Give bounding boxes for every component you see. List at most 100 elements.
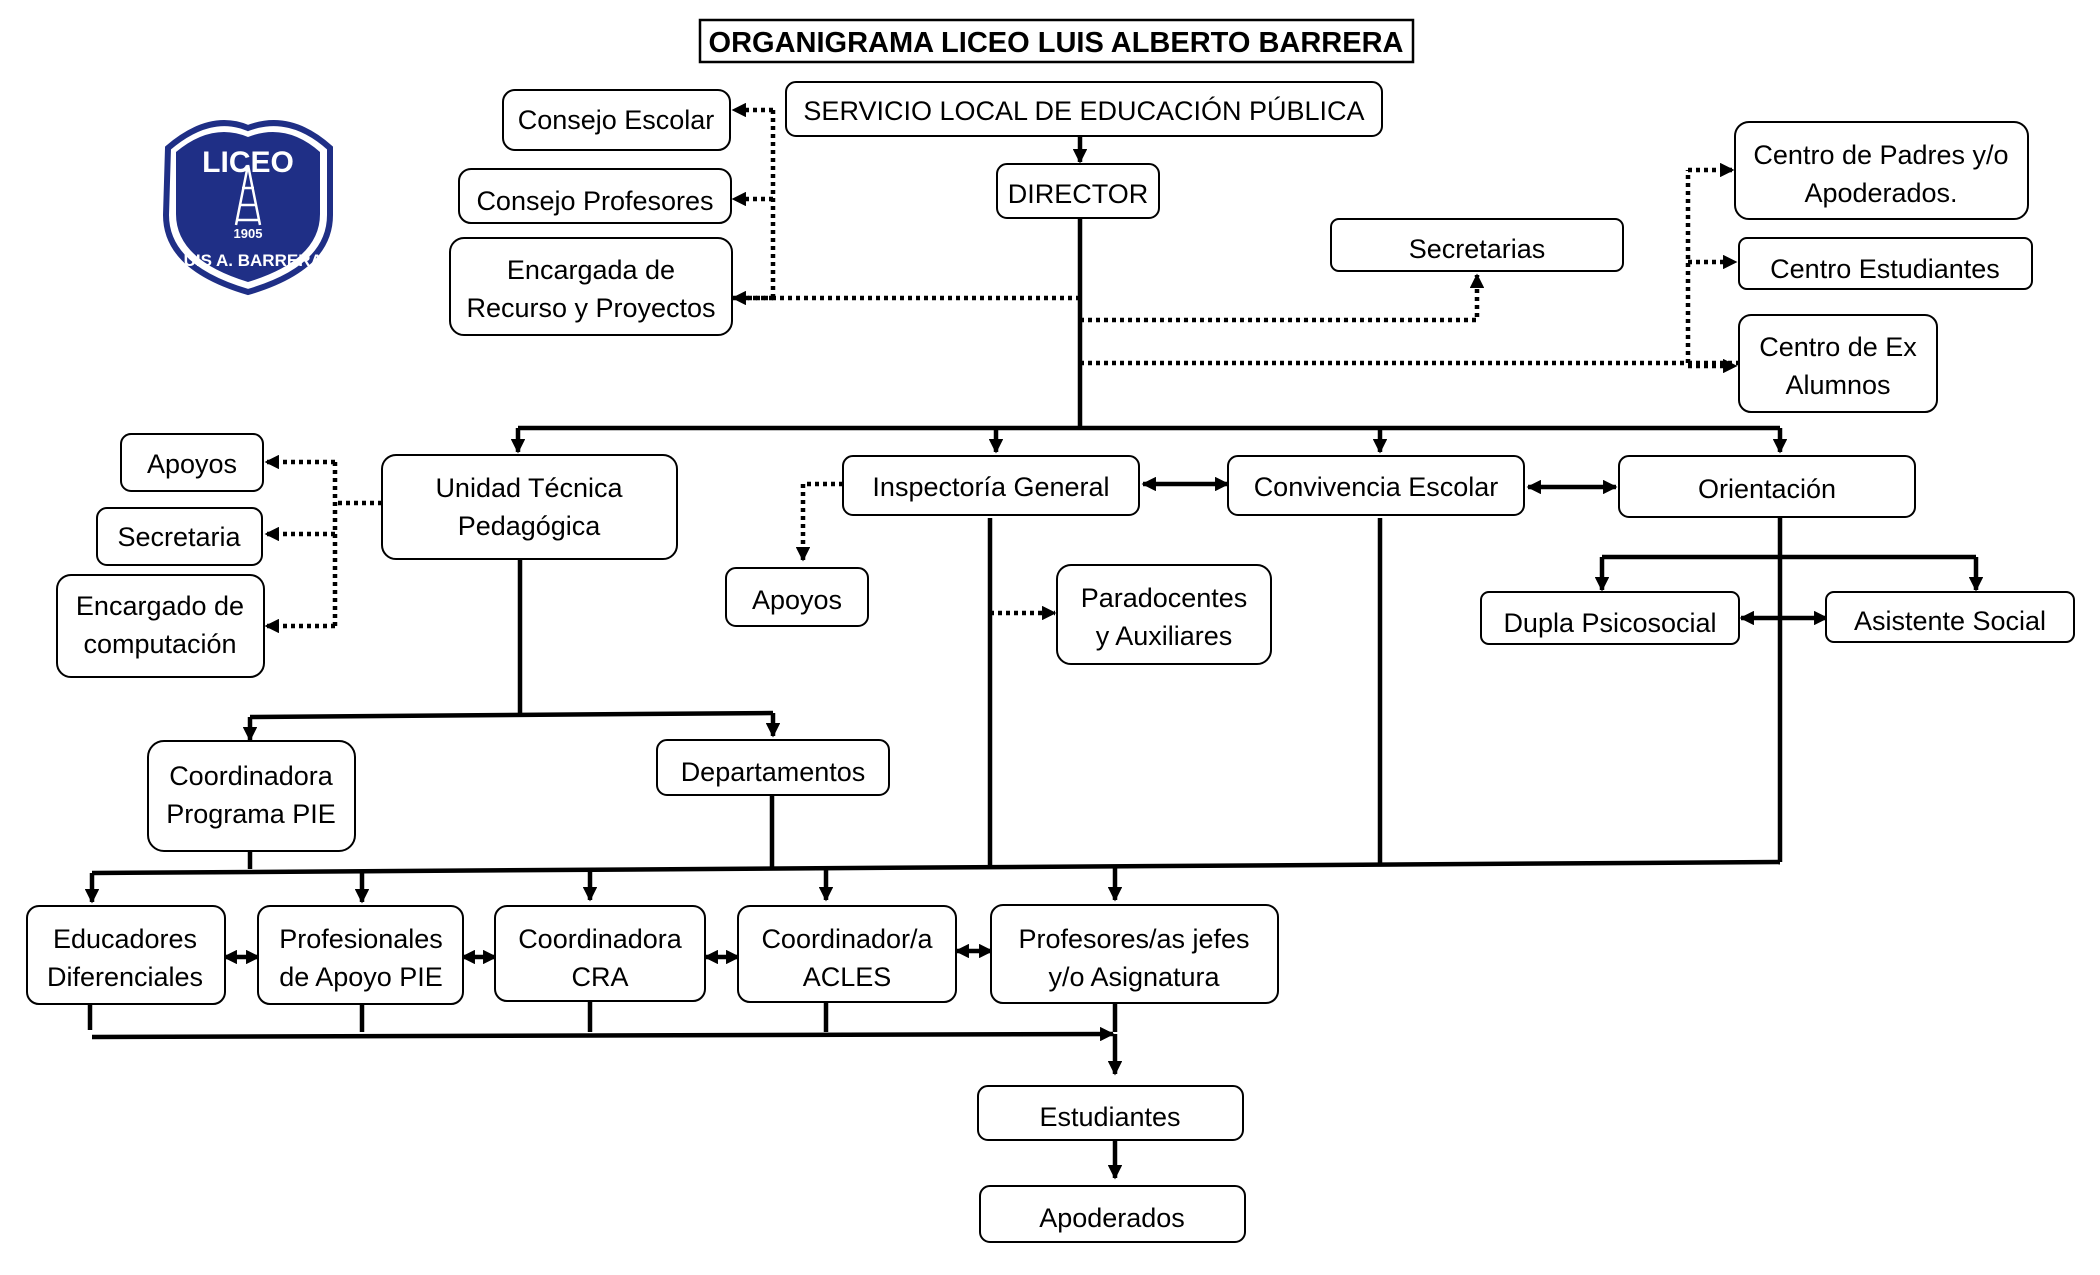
node-apoyos-utp: Apoyos bbox=[120, 433, 264, 492]
svg-text:Estudiantes: Estudiantes bbox=[1039, 1102, 1180, 1132]
svg-text:Apoyos: Apoyos bbox=[752, 585, 842, 615]
node-label-line: computación bbox=[83, 629, 236, 659]
node-label-line: DIRECTOR bbox=[1008, 179, 1149, 209]
node-label-line: Centro de Padres y/o bbox=[1753, 140, 2008, 170]
node-inspectoria: Inspectoría General bbox=[842, 455, 1140, 516]
node-label-line: Centro de Ex bbox=[1759, 332, 1917, 362]
node-label-line: Apoyos bbox=[147, 449, 237, 479]
node-director: DIRECTOR bbox=[996, 163, 1160, 219]
node-apoyos-inspectoria: Apoyos bbox=[725, 567, 869, 627]
node-label-line: Programa PIE bbox=[166, 799, 336, 829]
svg-text:Apoyos: Apoyos bbox=[147, 449, 237, 479]
node-orientacion: Orientación bbox=[1618, 455, 1916, 518]
node-label-line: Estudiantes bbox=[1039, 1102, 1180, 1132]
node-label-line: Apoderados. bbox=[1804, 178, 1957, 208]
svg-text:Centro Estudiantes: Centro Estudiantes bbox=[1770, 254, 2000, 284]
node-label-line: Apoderados bbox=[1039, 1203, 1185, 1233]
node-estudiantes: Estudiantes bbox=[977, 1085, 1244, 1141]
node-label-line: Consejo Escolar bbox=[518, 105, 715, 135]
node-label-line: CRA bbox=[571, 962, 628, 992]
node-secretaria-utp: Secretaria bbox=[96, 507, 263, 566]
node-label-line: Dupla Psicosocial bbox=[1503, 608, 1716, 638]
svg-text:Departamentos: Departamentos bbox=[681, 757, 866, 787]
node-servicio-local: SERVICIO LOCAL DE EDUCACIÓN PÚBLICA bbox=[785, 81, 1383, 137]
node-label-line: Alumnos bbox=[1785, 370, 1890, 400]
node-secretarias: Secretarias bbox=[1330, 218, 1624, 272]
node-label-line: Apoyos bbox=[752, 585, 842, 615]
logo-bottom-text: LUIS A. BARRERA bbox=[173, 251, 323, 270]
svg-text:Orientación: Orientación bbox=[1698, 474, 1836, 504]
logo-year: 1905 bbox=[234, 226, 263, 241]
node-centro-estudiantes: Centro Estudiantes bbox=[1738, 237, 2033, 290]
node-centro-ex-alumnos: Centro de Ex Alumnos bbox=[1738, 314, 1938, 413]
svg-text:SERVICIO LOCAL DE EDUCACIÓN PÚ: SERVICIO LOCAL DE EDUCACIÓN PÚBLICA bbox=[803, 95, 1364, 126]
node-label-line: Secretarias bbox=[1409, 234, 1546, 264]
node-departamentos: Departamentos bbox=[656, 739, 890, 796]
node-label-line: Coordinadora bbox=[518, 924, 683, 954]
svg-text:DIRECTOR: DIRECTOR bbox=[1008, 179, 1149, 209]
chart-title-box: ORGANIGRAMA LICEO LUIS ALBERTO BARRERA bbox=[698, 18, 1415, 64]
node-encargado-computacion: Encargado de computación bbox=[56, 574, 265, 678]
node-convivencia: Convivencia Escolar bbox=[1227, 455, 1525, 516]
node-label-line: Unidad Técnica bbox=[435, 473, 623, 503]
connectors bbox=[84, 102, 1984, 1180]
svg-text:Asistente Social: Asistente Social bbox=[1854, 606, 2046, 636]
node-label-line: Orientación bbox=[1698, 474, 1836, 504]
node-label-line: Coordinador/a bbox=[761, 924, 933, 954]
svg-text:Dupla Psicosocial: Dupla Psicosocial bbox=[1503, 608, 1716, 638]
node-label-line: ACLES bbox=[803, 962, 892, 992]
node-asistente-social: Asistente Social bbox=[1825, 591, 2075, 643]
node-label-line: y/o Asignatura bbox=[1048, 962, 1220, 992]
nodes: SERVICIO LOCAL DE EDUCACIÓN PÚBLICA DIRE… bbox=[26, 81, 2075, 1243]
svg-text:Secretarias: Secretarias bbox=[1409, 234, 1546, 264]
svg-text:Consejo Escolar: Consejo Escolar bbox=[518, 105, 715, 135]
svg-text:Inspectoría General: Inspectoría General bbox=[872, 472, 1109, 502]
node-label-line: Recurso y Proyectos bbox=[466, 293, 715, 323]
node-label-line: Asistente Social bbox=[1854, 606, 2046, 636]
node-label-line: Coordinadora bbox=[169, 761, 334, 791]
svg-text:Consejo Profesores: Consejo Profesores bbox=[476, 186, 713, 216]
svg-text:Apoderados: Apoderados bbox=[1039, 1203, 1185, 1233]
node-label-line: Centro Estudiantes bbox=[1770, 254, 2000, 284]
node-label-line: Educadores bbox=[53, 924, 197, 954]
logo-top-text: LICEO bbox=[202, 146, 294, 179]
node-label-line: Departamentos bbox=[681, 757, 866, 787]
node-consejo-escolar: Consejo Escolar bbox=[502, 89, 731, 151]
svg-text:Convivencia Escolar: Convivencia Escolar bbox=[1254, 472, 1499, 502]
node-encargada-recurso: Encargada de Recurso y Proyectos bbox=[449, 237, 733, 336]
node-label-line: de Apoyo PIE bbox=[279, 962, 443, 992]
node-label-line: Consejo Profesores bbox=[476, 186, 713, 216]
svg-text:Secretaria: Secretaria bbox=[117, 522, 241, 552]
oil-derrick-icon bbox=[234, 164, 262, 226]
node-label-line: Encargada de bbox=[507, 255, 675, 285]
node-label-line: Secretaria bbox=[117, 522, 241, 552]
node-label-line: Pedagógica bbox=[458, 511, 602, 541]
chart-title: ORGANIGRAMA LICEO LUIS ALBERTO BARRERA bbox=[709, 27, 1404, 59]
node-consejo-profesores: Consejo Profesores bbox=[458, 168, 732, 224]
school-crest-icon: LICEO 1905 LUIS A. BARRERA bbox=[162, 120, 333, 296]
node-label-line: Convivencia Escolar bbox=[1254, 472, 1499, 502]
node-label-line: Inspectoría General bbox=[872, 472, 1109, 502]
node-label-line: SERVICIO LOCAL DE EDUCACIÓN PÚBLICA bbox=[803, 95, 1364, 126]
node-label-line: Encargado de bbox=[76, 591, 244, 621]
